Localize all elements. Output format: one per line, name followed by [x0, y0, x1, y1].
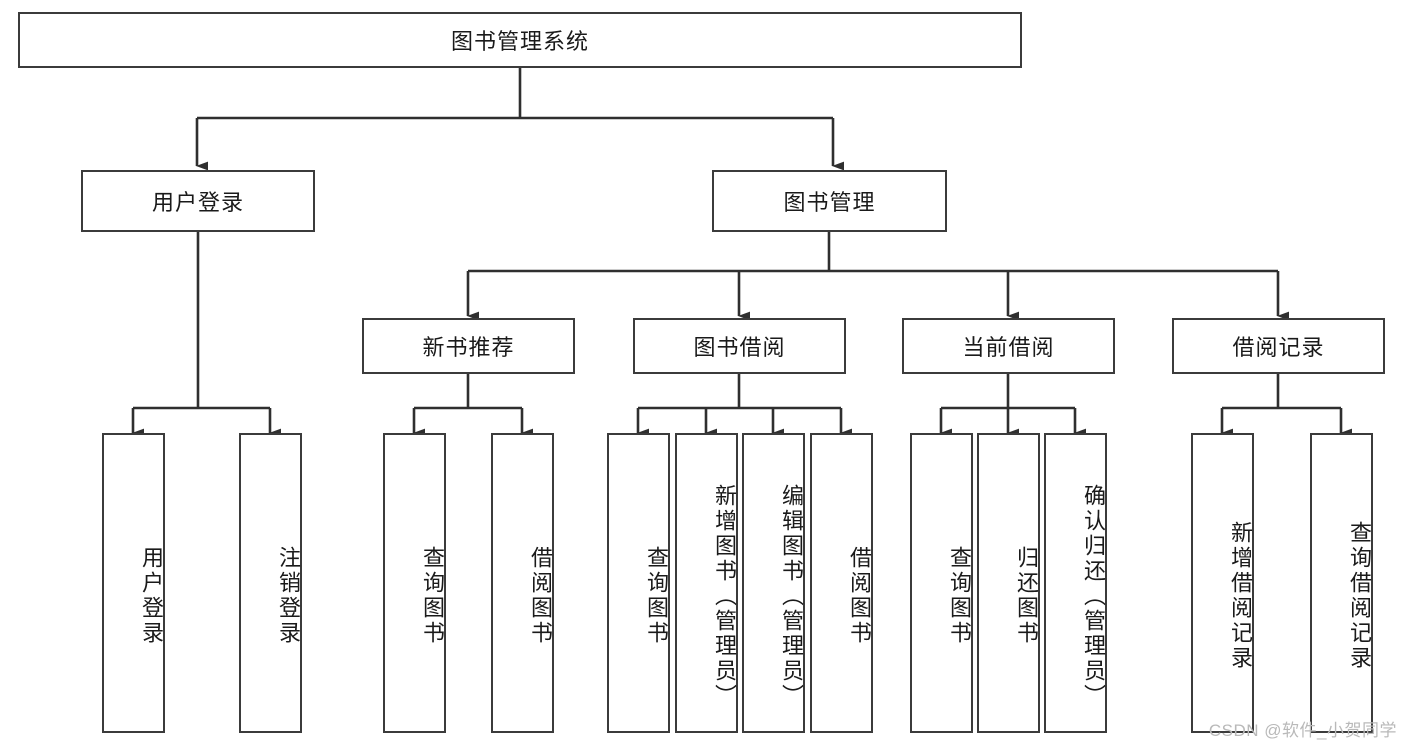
node-book-borrow[interactable]: 图书借阅: [633, 318, 846, 374]
node-label: 确认归还（管理员）: [1081, 483, 1106, 709]
leaf-recommend-borrow-book[interactable]: 借阅图书: [491, 433, 554, 733]
node-label: 图书借阅: [693, 335, 786, 360]
node-label: 查询图书: [420, 546, 445, 646]
node-label: 新增借阅记录: [1228, 521, 1253, 671]
node-book-management[interactable]: 图书管理: [712, 170, 947, 232]
leaf-current-confirm-return[interactable]: 确认归还（管理员）: [1044, 433, 1107, 733]
node-root-system[interactable]: 图书管理系统: [18, 12, 1022, 68]
node-label: 图书管理系统: [450, 29, 589, 54]
leaf-borrow-edit-book[interactable]: 编辑图书（管理员）: [742, 433, 805, 733]
node-label: 查询图书: [644, 546, 669, 646]
node-new-book-recommend[interactable]: 新书推荐: [362, 318, 575, 374]
leaf-user-login-logout[interactable]: 注销登录: [239, 433, 302, 733]
node-label: 归还图书: [1014, 546, 1039, 646]
leaf-borrow-borrow-book[interactable]: 借阅图书: [810, 433, 873, 733]
node-user-login[interactable]: 用户登录: [81, 170, 315, 232]
leaf-current-query-book[interactable]: 查询图书: [910, 433, 973, 733]
leaf-record-add-record[interactable]: 新增借阅记录: [1191, 433, 1254, 733]
node-label: 新书推荐: [422, 335, 515, 360]
node-label: 注销登录: [276, 546, 301, 646]
node-label: 新增图书（管理员）: [712, 483, 737, 709]
node-label: 查询借阅记录: [1347, 521, 1372, 671]
node-label: 借阅图书: [847, 546, 872, 646]
leaf-record-query-record[interactable]: 查询借阅记录: [1310, 433, 1373, 733]
leaf-borrow-add-book[interactable]: 新增图书（管理员）: [675, 433, 738, 733]
leaf-borrow-query-book[interactable]: 查询图书: [607, 433, 670, 733]
watermark-text: CSDN @软件_小贺同学: [1208, 721, 1397, 740]
node-label: 当前借阅: [962, 335, 1055, 360]
leaf-recommend-query-book[interactable]: 查询图书: [383, 433, 446, 733]
node-label: 用户登录: [151, 190, 244, 215]
leaf-current-return-book[interactable]: 归还图书: [977, 433, 1040, 733]
node-label: 用户登录: [139, 546, 164, 646]
node-label: 查询图书: [947, 546, 972, 646]
node-label: 编辑图书（管理员）: [779, 483, 804, 709]
node-label: 图书管理: [783, 190, 876, 215]
node-current-borrow[interactable]: 当前借阅: [902, 318, 1115, 374]
node-label: 借阅图书: [528, 546, 553, 646]
node-borrow-record[interactable]: 借阅记录: [1172, 318, 1385, 374]
node-label: 借阅记录: [1232, 335, 1325, 360]
leaf-user-login-login[interactable]: 用户登录: [102, 433, 165, 733]
